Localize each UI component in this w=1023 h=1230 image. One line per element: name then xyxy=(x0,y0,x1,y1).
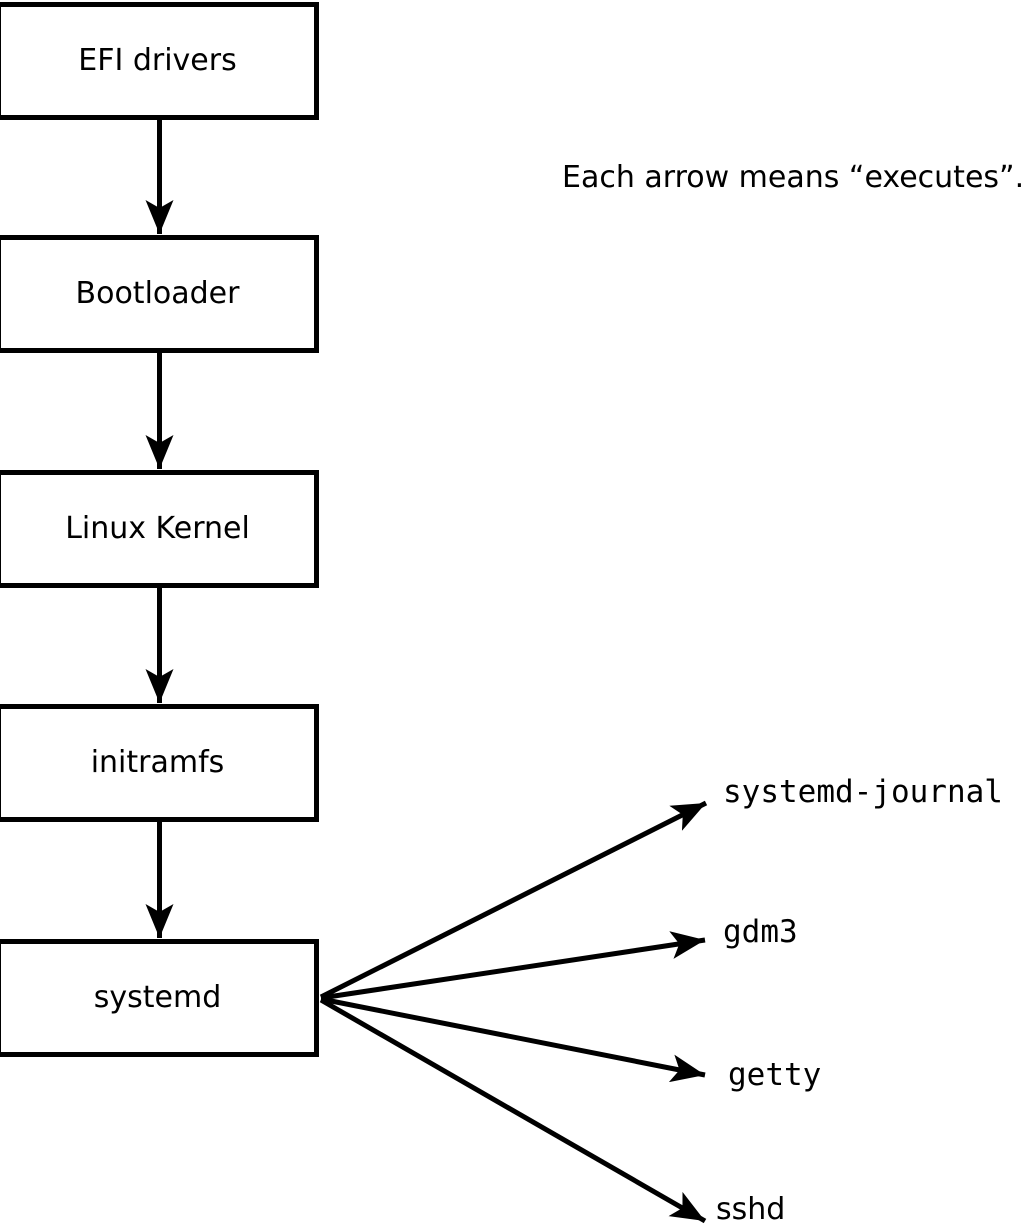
node-efi-drivers: EFI drivers xyxy=(0,2,319,120)
process-label-sshd: sshd xyxy=(716,1192,786,1227)
node-efi-drivers-label: EFI drivers xyxy=(78,43,237,78)
arrow-systemd-to-getty xyxy=(320,996,706,1083)
node-systemd-label: systemd xyxy=(93,980,222,1015)
process-label-gdm3: gdm3 xyxy=(723,914,798,950)
node-bootloader: Bootloader xyxy=(0,235,319,353)
node-linux-kernel-label: Linux Kernel xyxy=(65,511,250,546)
arrow-systemd-to-sshd xyxy=(319,997,707,1224)
node-initramfs: initramfs xyxy=(0,704,319,822)
node-bootloader-label: Bootloader xyxy=(75,276,240,311)
process-label-getty: getty xyxy=(728,1057,822,1093)
process-label-systemd-journal: systemd-journal xyxy=(723,774,1003,810)
node-linux-kernel: Linux Kernel xyxy=(0,470,319,588)
node-initramfs-label: initramfs xyxy=(90,745,225,780)
node-systemd: systemd xyxy=(0,939,319,1057)
arrow-systemd-to-gdm3 xyxy=(320,931,706,1001)
annotation-executes: Each arrow means “executes”. xyxy=(562,160,1023,195)
arrow-systemd-to-journal xyxy=(319,800,708,1000)
